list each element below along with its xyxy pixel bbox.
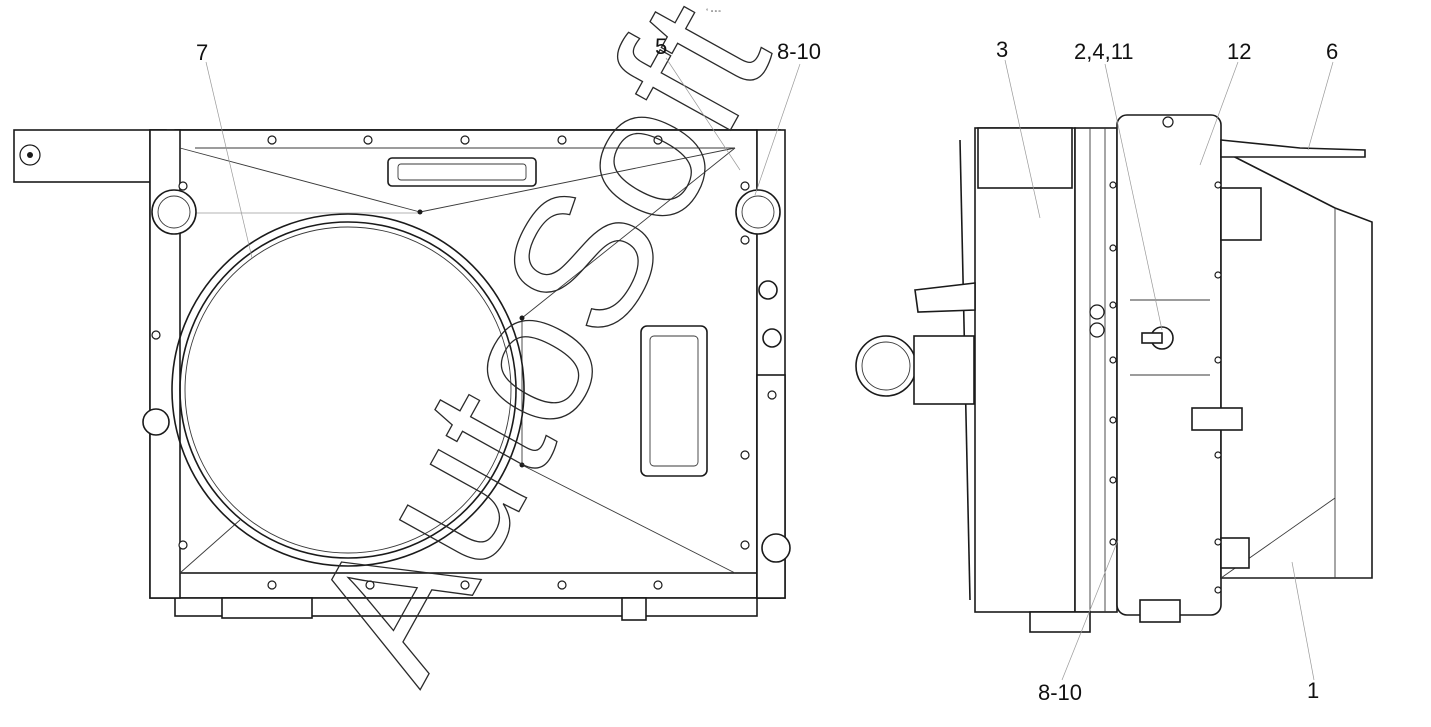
fan-housing xyxy=(974,127,1076,613)
callout-labels: 7 5 8-10 3 2,4,11 12 6 8-10 1 xyxy=(196,34,1338,705)
leader-12 xyxy=(1199,61,1239,166)
header-mark: ° ∘∘∘ xyxy=(706,9,721,15)
side-view xyxy=(855,114,1373,633)
leader-8-10-top xyxy=(754,63,801,196)
bottom-fitting-left xyxy=(221,597,313,619)
leader-2-4-11 xyxy=(1104,63,1163,331)
front-view xyxy=(13,129,791,621)
callout-1: 1 xyxy=(1307,678,1319,703)
leader-1 xyxy=(1291,561,1315,681)
inlet-flange xyxy=(913,335,975,405)
bottom-drain xyxy=(1139,599,1181,623)
bottom-tank xyxy=(174,597,758,617)
leader-8-10-bottom xyxy=(1061,539,1119,681)
side-inspection-window xyxy=(640,325,708,477)
rear-shroud xyxy=(1220,148,1373,579)
left-drain-pipe xyxy=(142,408,170,436)
leader-6 xyxy=(1307,61,1334,151)
right-upper-pipe xyxy=(735,189,781,235)
callout-3: 3 xyxy=(996,37,1008,62)
callout-8-10-bottom: 8-10 xyxy=(1038,680,1082,705)
callout-6: 6 xyxy=(1326,39,1338,64)
mid-bracket xyxy=(1191,407,1243,431)
drain-plug xyxy=(761,533,791,563)
leader-3 xyxy=(1004,59,1041,219)
inlet-pipe xyxy=(855,335,917,397)
bottom-fitting-right xyxy=(621,597,647,621)
leader-lines xyxy=(205,57,1334,681)
callout-7: 7 xyxy=(196,40,208,65)
callout-8-10-top: 8-10 xyxy=(777,39,821,64)
leader-5 xyxy=(665,57,741,171)
top-inspection-window xyxy=(387,157,537,187)
upper-tank xyxy=(1116,114,1222,616)
callout-12: 12 xyxy=(1227,39,1251,64)
side-bolts xyxy=(1109,181,1222,594)
lower-outlet xyxy=(1220,537,1250,569)
mounting-arm xyxy=(1220,139,1366,158)
right-plug xyxy=(758,280,778,300)
fan-ring-outer xyxy=(171,213,525,567)
upper-outlet xyxy=(1220,187,1262,241)
callout-5: 5 xyxy=(655,34,667,59)
frame-bolts xyxy=(151,135,777,590)
leader-7 xyxy=(205,61,253,259)
fan-ring-inner xyxy=(179,221,517,559)
callout-2-4-11: 2,4,11 xyxy=(1074,39,1134,64)
radiator-core xyxy=(1074,127,1118,613)
left-upper-pipe xyxy=(151,189,197,235)
